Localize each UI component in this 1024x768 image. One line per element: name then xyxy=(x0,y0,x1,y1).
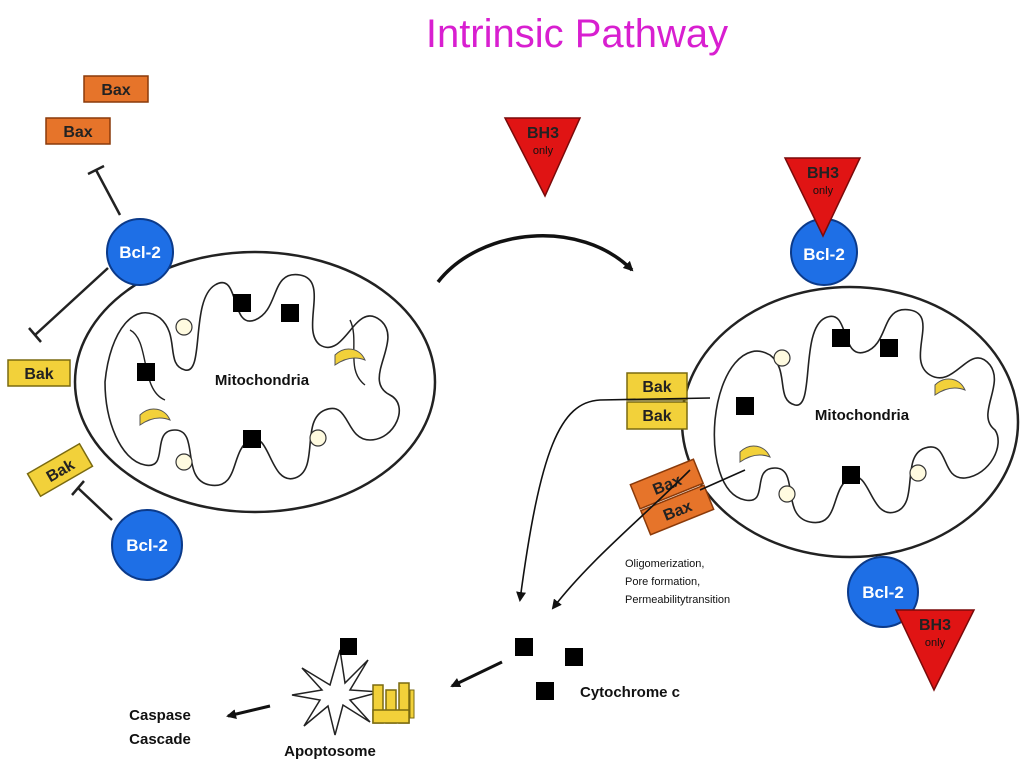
cytochrome-c-label: Cytochrome c xyxy=(580,684,680,701)
bax-label: Bax xyxy=(63,124,92,141)
mitochondria-label-left: Mitochondria xyxy=(215,372,310,389)
oligomerization-text: Oligomerization, xyxy=(625,558,704,570)
mitochondrion-left: Mitochondria xyxy=(73,250,437,514)
arrow-to-apoptosome xyxy=(450,660,503,688)
bh3-sub-label: only xyxy=(925,637,946,649)
bak-label: Bak xyxy=(642,408,671,425)
bcl2-circle-top-left: Bcl-2 xyxy=(106,218,174,286)
bcl2-circle-top-right: Bcl-2 xyxy=(790,218,858,286)
bak-box-right-lower: Bak xyxy=(626,401,688,430)
cytochrome-square xyxy=(137,363,155,381)
bcl2-circle-bottom-left: Bcl-2 xyxy=(111,509,183,581)
page-title: Intrinsic Pathway xyxy=(425,12,729,56)
cytochrome-square xyxy=(281,304,299,322)
bh3-label: BH3 xyxy=(807,165,839,182)
cytochrome-square xyxy=(243,430,261,448)
cytochrome-square xyxy=(736,397,754,415)
bax-box-second: Bax xyxy=(45,117,111,145)
cytochrome-square xyxy=(842,466,860,484)
bh3-label: BH3 xyxy=(919,617,951,634)
bak-box-left: Bak xyxy=(7,359,71,387)
bcl2-label: Bcl-2 xyxy=(862,583,904,602)
mitochondrion-right: Mitochondria xyxy=(680,285,1020,559)
mitochondria-label-right: Mitochondria xyxy=(815,407,910,424)
release-arrows xyxy=(516,397,746,610)
arrow-to-caspase xyxy=(226,704,271,720)
bh3-triangle-top-right: BH3 only xyxy=(783,157,862,238)
caspase-label-line2: Cascade xyxy=(129,731,191,748)
bcl2-label: Bcl-2 xyxy=(803,245,845,264)
caspase-label-line1: Caspase xyxy=(129,707,191,724)
inhibition-lines-left xyxy=(28,164,122,521)
bak-box-right-upper: Bak xyxy=(626,372,688,401)
bak-box-left-tilted: Bak xyxy=(26,442,94,498)
permeability-text: Permeabilitytransition xyxy=(625,594,730,606)
bax-pair-right: Bax Bax xyxy=(629,458,715,536)
transition-arrow xyxy=(436,234,634,284)
apoptosome xyxy=(291,638,415,736)
apoptosome-label: Apoptosome xyxy=(284,743,376,760)
bcl2-label: Bcl-2 xyxy=(126,536,168,555)
bh3-triangle-bottom-right: BH3 only xyxy=(894,609,976,692)
bh3-sub-label: only xyxy=(533,145,554,157)
bak-label: Bak xyxy=(642,379,671,396)
cytochrome-square xyxy=(880,339,898,357)
cytochrome-c-released xyxy=(515,638,583,700)
cytochrome-square xyxy=(233,294,251,312)
bax-label: Bax xyxy=(101,82,130,99)
cytochrome-square xyxy=(832,329,850,347)
bcl2-label: Bcl-2 xyxy=(119,243,161,262)
pore-formation-text: Pore formation, xyxy=(625,576,700,588)
bh3-label: BH3 xyxy=(527,125,559,142)
bh3-triangle-center: BH3 only xyxy=(503,117,582,198)
bh3-sub-label: only xyxy=(813,185,834,197)
bak-label: Bak xyxy=(24,366,53,383)
bax-box-top: Bax xyxy=(83,75,149,103)
